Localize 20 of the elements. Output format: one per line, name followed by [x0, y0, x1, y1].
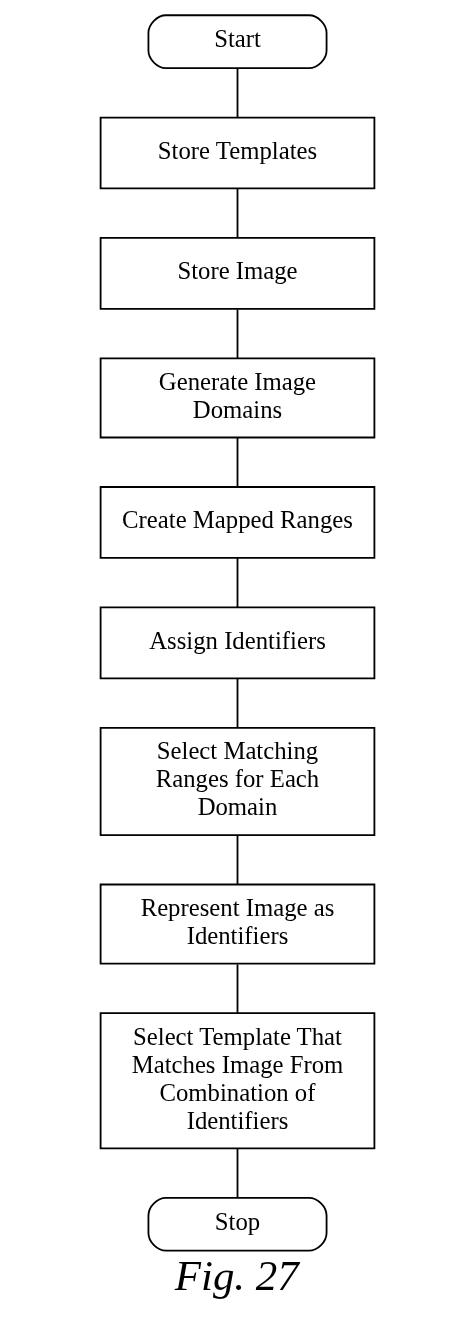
- connector: [236, 963, 238, 1014]
- connector: [236, 308, 238, 359]
- node-box: Store Templates: [99, 116, 375, 190]
- connector: [236, 834, 238, 886]
- caption: Fig. 27: [174, 1251, 299, 1299]
- node-box: Select Template That Matches Image From Combination of Identifiers: [99, 1012, 375, 1150]
- node-box: Stop: [147, 1197, 327, 1252]
- connector: [236, 67, 238, 118]
- node-box: Assign Identifiers: [99, 606, 375, 680]
- connector: [236, 1147, 238, 1199]
- node-box: Store Image: [99, 237, 375, 310]
- connector: [236, 187, 238, 239]
- node-box: Represent Image as Identifiers: [99, 883, 375, 965]
- node-box: Start: [147, 14, 327, 69]
- connector: [236, 557, 238, 608]
- connector: [236, 677, 238, 729]
- node-box: Generate Image Domains: [99, 357, 375, 439]
- node-box: Create Mapped Ranges: [99, 486, 375, 559]
- node-box: Select Matching Ranges for Each Domain: [99, 726, 375, 836]
- connector: [236, 437, 238, 488]
